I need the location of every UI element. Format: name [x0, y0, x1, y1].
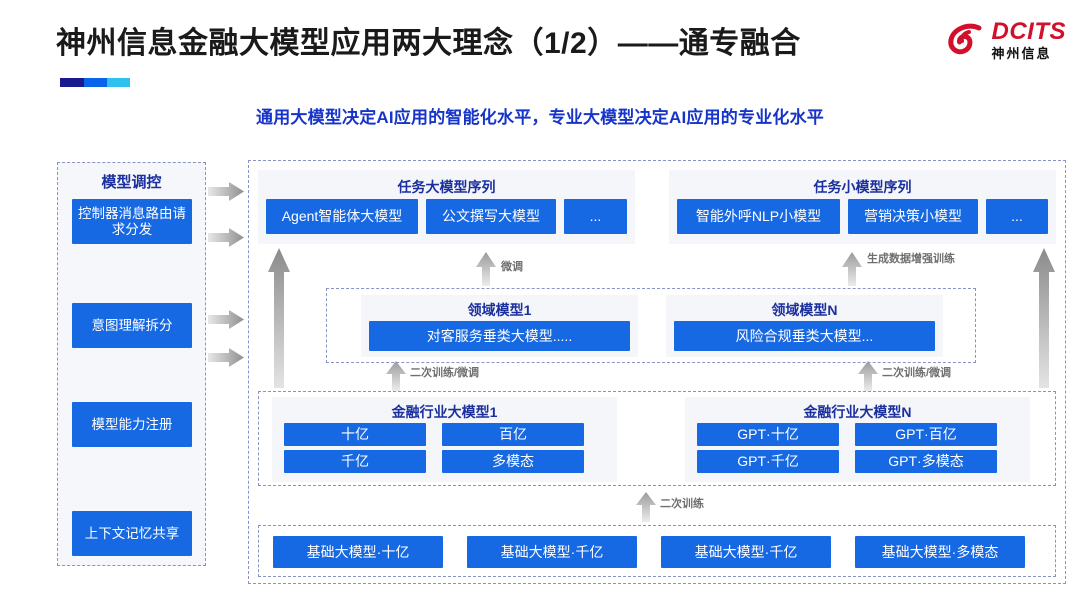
- up-arrow-icon-tall-left: [268, 248, 290, 393]
- model-control-title: 模型调控: [101, 174, 162, 191]
- industry-model-n-item-billion[interactable]: GPT·十亿: [697, 423, 839, 446]
- industry-model-1-item-multimodal[interactable]: 多模态: [442, 450, 584, 473]
- control-item-intent-parsing[interactable]: 意图理解拆分: [72, 303, 192, 348]
- accent-segment-1: [60, 78, 84, 87]
- logo-wordmark: DCITS 神州信息: [991, 18, 1067, 61]
- industry-model-1-panel: 金融行业大模型1 十亿 百亿 千亿 多模态: [272, 397, 617, 482]
- industry-model-1-title: 金融行业大模型1: [391, 404, 498, 420]
- connector-label-retrain-finetune-left: 二次训练/微调: [410, 367, 480, 379]
- industry-model-n-panel: 金融行业大模型N GPT·十亿 GPT·百亿 GPT·千亿 GPT·多模态: [685, 397, 1030, 482]
- subtitle: 通用大模型决定AI应用的智能化水平，专业大模型决定AI应用的专业化水平: [256, 108, 824, 127]
- connector-label-retrain: 二次训练: [660, 498, 704, 510]
- industry-model-layer: 金融行业大模型1 十亿 百亿 千亿 多模态 金融行业大模型N GPT·十亿 GP…: [258, 391, 1056, 486]
- control-item-message-routing[interactable]: 控制器消息路由请求分发: [72, 199, 192, 244]
- industry-model-n-item-hundred-billion[interactable]: GPT·千亿: [697, 450, 839, 473]
- accent-segment-3: [106, 78, 130, 87]
- right-arrow-icon-2: [208, 228, 244, 247]
- right-arrow-icon-4: [208, 348, 244, 367]
- task-large-model-sequence-title: 任务大模型序列: [397, 179, 496, 195]
- up-arrow-icon-retrain-base: [636, 492, 656, 527]
- foundation-model-item-4[interactable]: 基础大模型·多模态: [855, 536, 1025, 568]
- control-item-context-memory[interactable]: 上下文记忆共享: [72, 511, 192, 556]
- diagram-outer-border: [248, 160, 1066, 584]
- task-small-model-item-more[interactable]: ...: [986, 199, 1048, 234]
- industry-model-n-item-multimodal[interactable]: GPT·多模态: [855, 450, 997, 473]
- up-arrow-icon-retrain-right: [858, 361, 878, 396]
- control-item-capability-register[interactable]: 模型能力注册: [72, 402, 192, 447]
- company-logo: DCITS 神州信息: [946, 20, 1067, 60]
- architecture-diagram: 任务大模型序列 Agent智能体大模型 公文撰写大模型 ... 任务小模型序列 …: [248, 160, 1066, 584]
- title-accent-bar: [60, 78, 130, 87]
- right-arrow-icon-1: [208, 182, 244, 201]
- foundation-model-item-2[interactable]: 基础大模型·千亿: [467, 536, 637, 568]
- industry-model-1-item-hundred-billion[interactable]: 千亿: [284, 450, 426, 473]
- model-control-panel: 模型调控 控制器消息路由请求分发 意图理解拆分 模型能力注册 上下文记忆共享: [57, 162, 206, 566]
- task-large-model-sequence-panel: 任务大模型序列 Agent智能体大模型 公文撰写大模型 ...: [258, 170, 635, 244]
- industry-model-n-item-ten-billion[interactable]: GPT·百亿: [855, 423, 997, 446]
- domain-model-1-item[interactable]: 对客服务垂类大模型.....: [369, 321, 630, 351]
- page-title: 神州信息金融大模型应用两大理念（1/2）——通专融合: [56, 27, 801, 60]
- domain-model-n-title: 领域模型N: [771, 302, 838, 318]
- dcits-swirl-logo-icon: [946, 20, 986, 60]
- logo-text-en: DCITS: [991, 18, 1066, 45]
- task-small-model-item-nlp[interactable]: 智能外呼NLP小模型: [677, 199, 840, 234]
- industry-model-n-title: 金融行业大模型N: [803, 404, 912, 420]
- right-arrow-icon-3: [208, 310, 244, 329]
- task-large-model-item-agent[interactable]: Agent智能体大模型: [266, 199, 418, 234]
- connector-label-data-augment: 生成数据增强训练: [867, 253, 955, 265]
- foundation-model-item-3[interactable]: 基础大模型·千亿: [661, 536, 831, 568]
- industry-model-1-item-billion[interactable]: 十亿: [284, 423, 426, 446]
- industry-model-1-item-ten-billion[interactable]: 百亿: [442, 423, 584, 446]
- task-large-model-item-document[interactable]: 公文撰写大模型: [426, 199, 556, 234]
- up-arrow-icon-tall-right: [1033, 248, 1055, 393]
- domain-model-1-panel: 领域模型1 对客服务垂类大模型.....: [361, 295, 638, 357]
- up-arrow-icon-data-augment: [842, 252, 862, 291]
- connector-label-finetune: 微调: [501, 261, 523, 273]
- task-small-model-sequence-title: 任务小模型序列: [813, 179, 912, 195]
- foundation-model-layer: 基础大模型·十亿 基础大模型·千亿 基础大模型·千亿 基础大模型·多模态: [258, 525, 1056, 577]
- task-large-model-item-more[interactable]: ...: [564, 199, 627, 234]
- connector-label-retrain-finetune-right: 二次训练/微调: [882, 367, 952, 379]
- up-arrow-icon-retrain-left: [386, 361, 406, 396]
- logo-text-cn: 神州信息: [991, 46, 1052, 61]
- domain-model-layer: 领域模型1 对客服务垂类大模型..... 领域模型N 风险合规垂类大模型...: [326, 288, 976, 363]
- task-small-model-item-marketing[interactable]: 营销决策小模型: [848, 199, 978, 234]
- up-arrow-icon-finetune: [476, 252, 496, 291]
- domain-model-1-title: 领域模型1: [467, 302, 532, 318]
- accent-segment-2: [83, 78, 107, 87]
- task-small-model-sequence-panel: 任务小模型序列 智能外呼NLP小模型 营销决策小模型 ...: [669, 170, 1056, 244]
- domain-model-n-item[interactable]: 风险合规垂类大模型...: [674, 321, 935, 351]
- domain-model-n-panel: 领域模型N 风险合规垂类大模型...: [666, 295, 943, 357]
- foundation-model-item-1[interactable]: 基础大模型·十亿: [273, 536, 443, 568]
